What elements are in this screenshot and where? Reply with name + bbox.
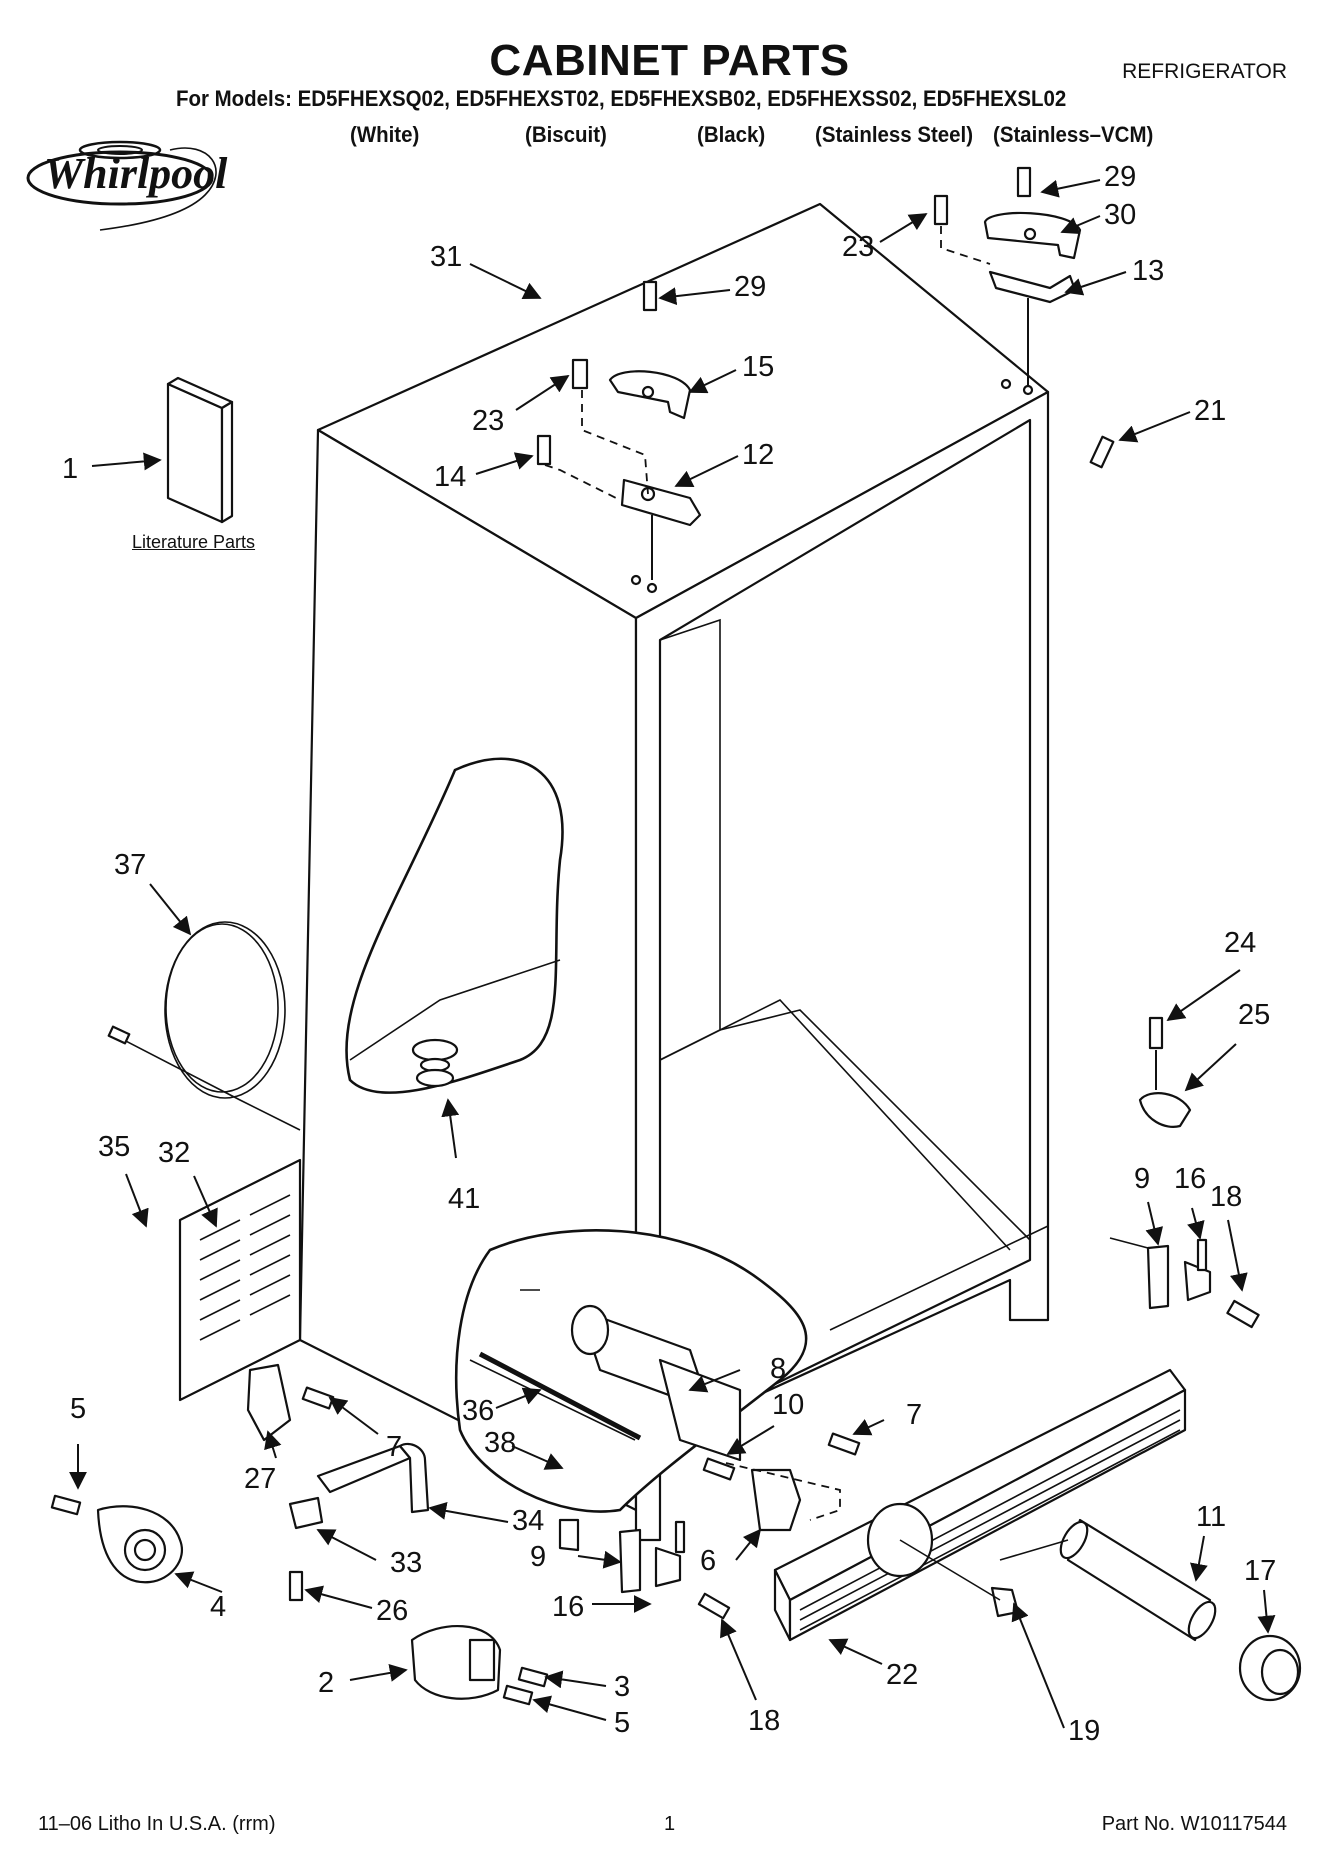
callout-18-center: 18 — [748, 1705, 780, 1737]
page-title: CABINET PARTS — [489, 36, 850, 85]
access-panel — [178, 1158, 302, 1402]
color-stainless-steel: (Stainless Steel) — [815, 122, 974, 147]
callout-32: 32 — [158, 1137, 190, 1169]
lower-hinge-left — [50, 1494, 549, 1706]
callout-29-mid: 29 — [734, 271, 766, 303]
literature-parts-label: Literature Parts — [132, 532, 256, 552]
callout-30: 30 — [1104, 199, 1136, 231]
callout-13: 13 — [1132, 255, 1164, 287]
leader-arrows — [69, 179, 1276, 1729]
appliance-category: REFRIGERATOR — [1122, 60, 1287, 83]
callout-5-bottom: 5 — [614, 1707, 630, 1739]
callout-25: 25 — [1238, 999, 1270, 1031]
callout-23-mid: 23 — [472, 405, 504, 437]
callout-26: 26 — [376, 1595, 408, 1627]
whirlpool-logo-text: Whirlpool — [44, 149, 228, 198]
callout-16-center: 16 — [552, 1591, 584, 1623]
models-line: For Models: ED5FHEXSQ02, ED5FHEXST02, ED… — [176, 86, 1067, 111]
callout-6: 6 — [700, 1545, 716, 1577]
callout-37: 37 — [114, 849, 146, 881]
callout-8: 8 — [770, 1353, 786, 1385]
lower-hinge-cam — [1138, 1016, 1192, 1128]
plug-cap — [1089, 435, 1115, 469]
water-valve — [570, 1304, 742, 1462]
footer-litho: 11–06 Litho In U.S.A. (rrm) — [38, 1813, 276, 1835]
callout-21: 21 — [1194, 395, 1226, 427]
callout-41: 41 — [448, 1183, 480, 1215]
callout-10: 10 — [772, 1389, 804, 1421]
callout-labels: 31 29 30 23 13 29 15 23 21 1 14 12 37 24… — [62, 161, 1276, 1747]
callout-3: 3 — [614, 1671, 630, 1703]
callout-12: 12 — [742, 439, 774, 471]
color-black: (Black) — [697, 122, 766, 147]
whirlpool-logo: Whirlpool — [26, 140, 228, 231]
water-tube-coil — [107, 921, 301, 1131]
callout-17: 17 — [1244, 1555, 1276, 1587]
base-grille — [773, 1368, 1187, 1642]
callout-38: 38 — [484, 1427, 516, 1459]
callout-11: 11 — [1196, 1501, 1226, 1533]
color-white: (White) — [350, 122, 420, 147]
callout-7-right: 7 — [906, 1399, 922, 1431]
callout-7-left: 7 — [386, 1431, 402, 1463]
callout-14: 14 — [434, 461, 466, 493]
callout-34: 34 — [512, 1505, 544, 1537]
callout-24: 24 — [1224, 927, 1256, 959]
lower-hinge-center — [558, 1432, 861, 1620]
cabinet-cutaway-upper — [345, 757, 564, 1094]
callout-15: 15 — [742, 351, 774, 383]
callout-19: 19 — [1068, 1715, 1100, 1747]
callout-1: 1 — [62, 453, 78, 485]
color-stainless-vcm: (Stainless–VCM) — [993, 122, 1154, 147]
water-filter — [899, 1518, 1302, 1702]
callout-33: 33 — [390, 1547, 422, 1579]
callout-36: 36 — [462, 1395, 494, 1427]
callout-9-center: 9 — [530, 1541, 546, 1573]
callout-18-right: 18 — [1210, 1181, 1242, 1213]
literature-booklet — [166, 376, 234, 524]
page-number: 1 — [664, 1813, 676, 1835]
callout-31: 31 — [430, 241, 462, 273]
callout-29-top: 29 — [1104, 161, 1136, 193]
callout-27: 27 — [244, 1463, 276, 1495]
callout-9-right: 9 — [1134, 1163, 1150, 1195]
callout-23-top: 23 — [842, 231, 874, 263]
color-biscuit: (Biscuit) — [525, 122, 607, 147]
callout-5-left: 5 — [70, 1393, 86, 1425]
lower-hinge-right — [1109, 1237, 1260, 1329]
callout-2: 2 — [318, 1667, 334, 1699]
callout-22: 22 — [886, 1659, 918, 1691]
callout-35: 35 — [98, 1131, 130, 1163]
upper-hinge-freezer — [536, 280, 702, 594]
callout-16-right: 16 — [1174, 1163, 1206, 1195]
part-number: Part No. W10117544 — [1101, 1813, 1287, 1835]
lower-left-fittings — [246, 1363, 430, 1602]
callout-4: 4 — [210, 1591, 226, 1623]
